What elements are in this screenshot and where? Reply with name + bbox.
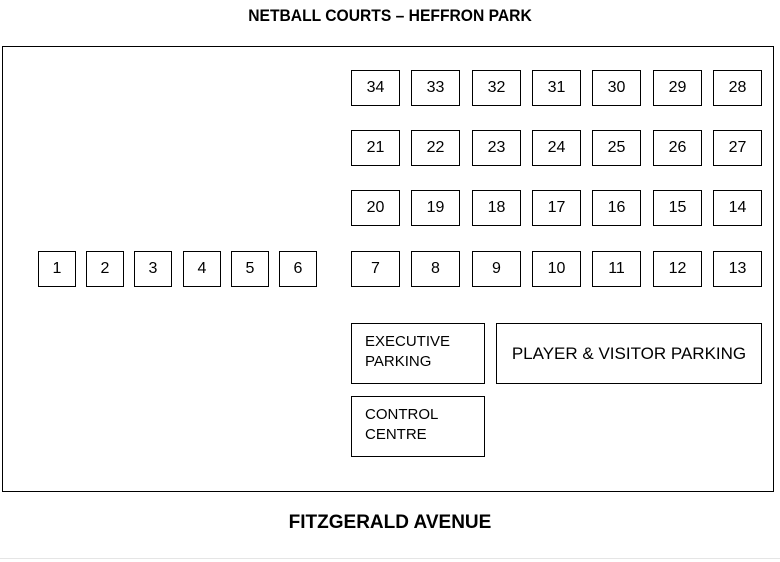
footer-rule [0,558,780,559]
court-19: 19 [411,190,460,226]
executive-parking-zone: EXECUTIVE PARKING [351,323,485,384]
control-centre-label-line1: CONTROL [365,406,439,423]
court-6: 6 [279,251,317,287]
court-5: 5 [231,251,269,287]
court-13: 13 [713,251,762,287]
court-33: 33 [411,70,460,106]
court-10: 10 [532,251,581,287]
court-17: 17 [532,190,581,226]
court-11: 11 [592,251,641,287]
court-3: 3 [134,251,172,287]
court-24: 24 [532,130,581,166]
court-25: 25 [592,130,641,166]
court-22: 22 [411,130,460,166]
court-34: 34 [351,70,400,106]
court-8: 8 [411,251,460,287]
control-centre-label-line2: CENTRE [365,426,427,443]
control-centre-zone: CONTROL CENTRE [351,396,485,457]
map-title: NETBALL COURTS – HEFFRON PARK [248,6,532,25]
court-27: 27 [713,130,762,166]
player-visitor-parking-zone: PLAYER & VISITOR PARKING [496,323,762,384]
court-1: 1 [38,251,76,287]
court-2: 2 [86,251,124,287]
court-18: 18 [472,190,521,226]
court-20: 20 [351,190,400,226]
court-30: 30 [592,70,641,106]
court-29: 29 [653,70,702,106]
site-boundary [2,46,774,492]
court-28: 28 [713,70,762,106]
court-9: 9 [472,251,521,287]
court-31: 31 [532,70,581,106]
court-4: 4 [183,251,221,287]
court-16: 16 [592,190,641,226]
player-visitor-parking-label: PLAYER & VISITOR PARKING [511,343,747,363]
court-26: 26 [653,130,702,166]
court-32: 32 [472,70,521,106]
executive-parking-label-line1: EXECUTIVE [365,333,451,350]
court-12: 12 [653,251,702,287]
street-label: FITZGERALD AVENUE [288,512,492,533]
court-7: 7 [351,251,400,287]
court-23: 23 [472,130,521,166]
court-21: 21 [351,130,400,166]
court-15: 15 [653,190,702,226]
executive-parking-label-line2: PARKING [365,353,432,370]
court-14: 14 [713,190,762,226]
